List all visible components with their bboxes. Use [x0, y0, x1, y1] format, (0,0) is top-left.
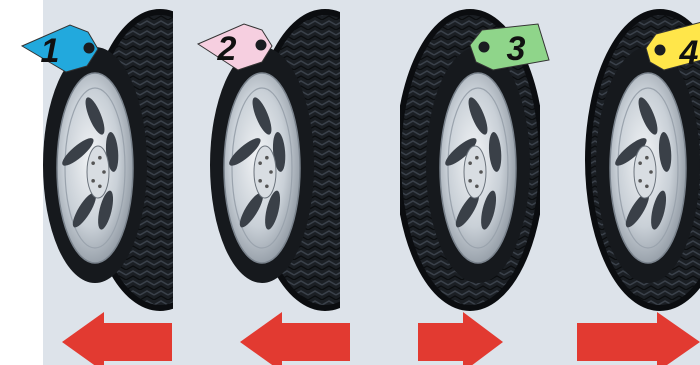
tag-number-3: 3: [507, 30, 526, 68]
rim: [57, 73, 133, 263]
tag-hole-icon: [655, 45, 666, 56]
rim: [610, 73, 686, 263]
position-tag-1: 1: [22, 25, 98, 72]
tag-hole-icon: [479, 42, 490, 53]
tag-hole-icon: [256, 40, 267, 51]
tag-number-1: 1: [41, 32, 60, 70]
tag-hole-icon: [84, 43, 95, 54]
rim: [224, 73, 300, 263]
rim: [440, 73, 516, 263]
tag-number-2: 2: [217, 30, 237, 68]
tag-number-4: 4: [679, 34, 699, 72]
